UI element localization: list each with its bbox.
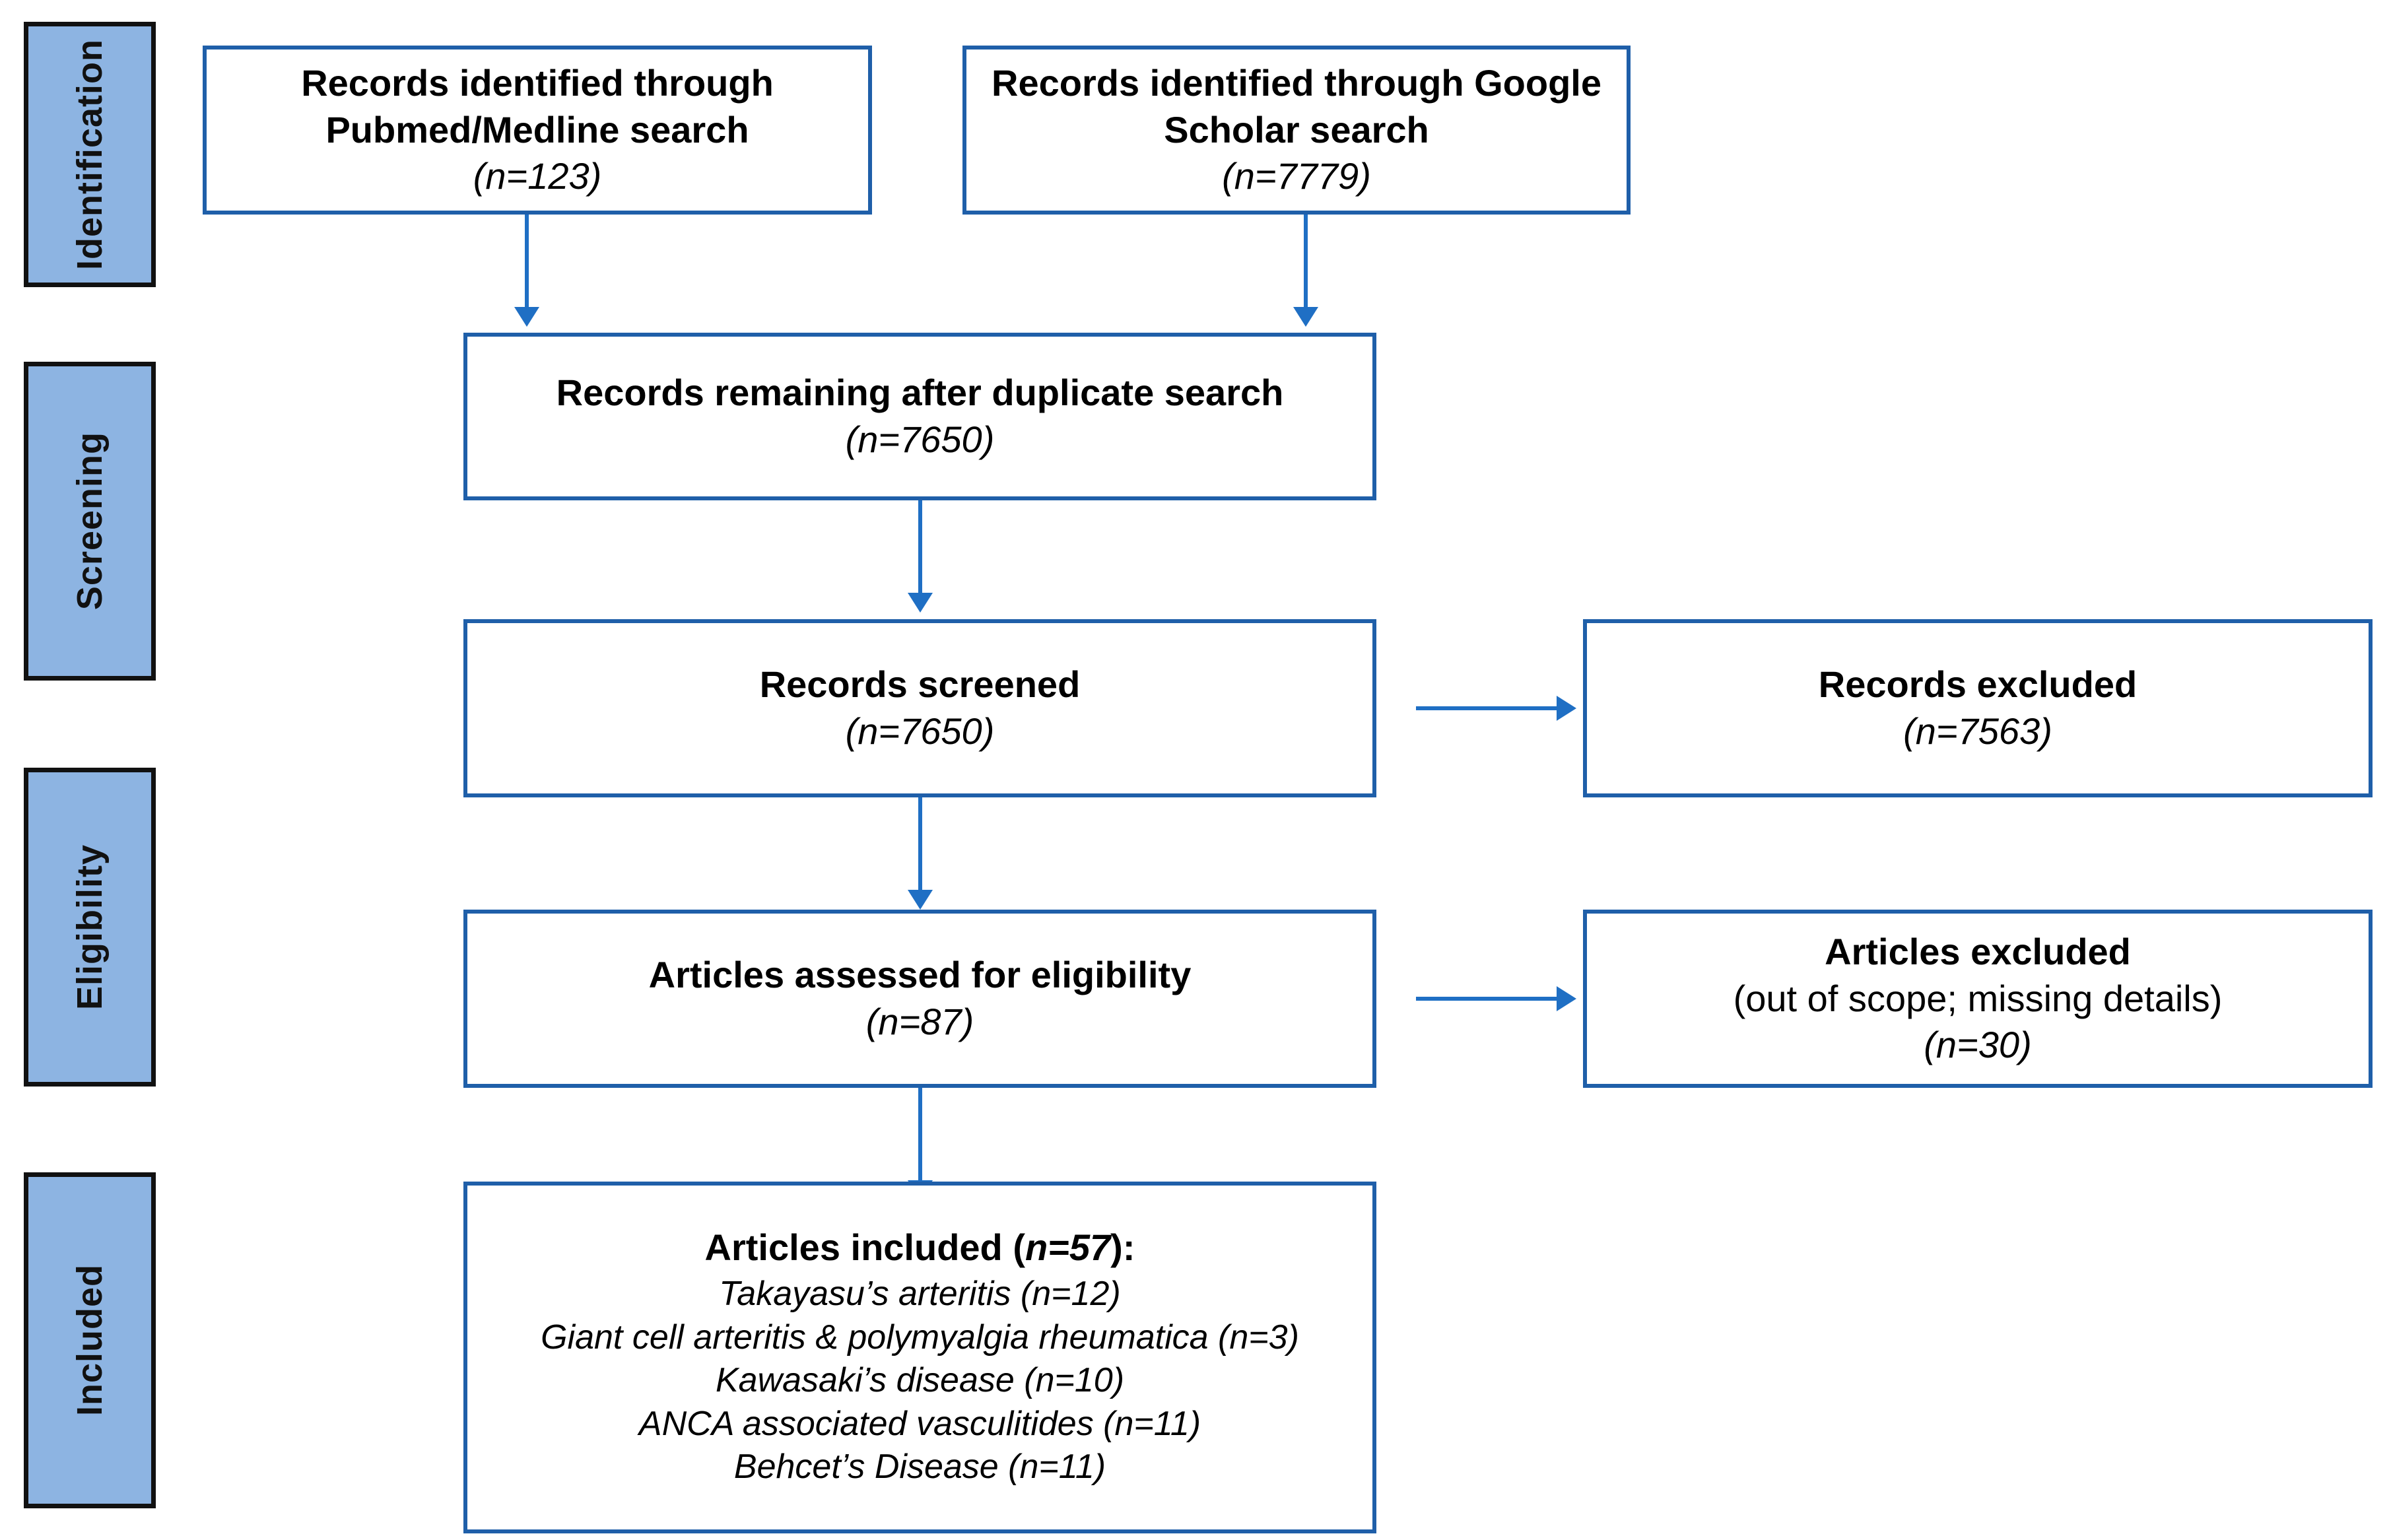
articles-included-item: Takayasu’s arteritis (n=12) <box>719 1275 1121 1314</box>
articles-included-item: Giant cell arteritis & polymyalgia rheum… <box>541 1318 1299 1356</box>
articles-included-item: ANCA associated vasculitides (n=11) <box>638 1404 1201 1443</box>
arrow-screened-to-excluded <box>1557 696 1576 721</box>
box-records-excluded: Records excluded (n=7563) <box>1583 619 2373 797</box>
records-excluded-count: (n=7563) <box>1903 710 2052 752</box>
connector-eligibility-to-included <box>918 1088 922 1180</box>
duplicates-line-1: Records remaining after duplicate search <box>556 372 1284 414</box>
connector-scholar-to-duplicates <box>1304 215 1308 307</box>
articles-excluded-count: (n=30) <box>1924 1024 2032 1066</box>
articles-included-item: Kawasaki’s disease (n=10) <box>715 1361 1125 1400</box>
connector-screened-to-excluded <box>1416 706 1558 710</box>
arrow-screened-to-eligibility <box>908 890 933 910</box>
stage-box-screening: Screening <box>24 362 156 681</box>
articles-excluded-line-2: (out of scope; missing details) <box>1733 977 2223 1019</box>
box-records-identified-pubmed: Records identified through Pubmed/Medlin… <box>203 46 872 215</box>
box-records-screened: Records screened (n=7650) <box>463 619 1376 797</box>
arrow-scholar-to-duplicates <box>1293 307 1318 327</box>
arrow-duplicates-to-screened <box>908 593 933 613</box>
articles-included-title-suffix: ): <box>1110 1226 1135 1269</box>
google-scholar-line-1: Records identified through Google <box>992 62 1601 104</box>
box-articles-excluded: Articles excluded (out of scope; missing… <box>1583 910 2373 1088</box>
google-scholar-count: (n=7779) <box>1222 155 1371 197</box>
stage-label-screening: Screening <box>70 432 110 611</box>
articles-assessed-line-1: Articles assessed for eligibility <box>648 954 1192 996</box>
pubmed-line-2: Pubmed/Medline search <box>325 108 749 151</box>
connector-screened-to-eligibility <box>918 797 922 890</box>
duplicates-count: (n=7650) <box>845 418 995 460</box>
articles-included-title: Articles included (n=57): <box>705 1226 1135 1269</box>
articles-included-title-prefix: Articles included ( <box>704 1226 1025 1269</box>
connector-duplicates-to-screened <box>918 500 922 593</box>
box-records-identified-google-scholar: Records identified through Google Schola… <box>962 46 1631 215</box>
articles-excluded-line-1: Articles excluded <box>1825 931 2131 973</box>
stage-box-identification: Identification <box>24 22 156 287</box>
stage-box-eligibility: Eligibility <box>24 768 156 1087</box>
pubmed-line-1: Records identified through <box>301 62 774 104</box>
arrow-pubmed-to-duplicates <box>514 307 539 327</box>
stage-box-included: Included <box>24 1172 156 1508</box>
stage-label-eligibility: Eligibility <box>70 844 110 1011</box>
articles-included-item: Behcet’s Disease (n=11) <box>733 1448 1106 1487</box>
articles-included-title-n: n=57 <box>1025 1226 1111 1269</box>
box-records-remaining-after-duplicates: Records remaining after duplicate search… <box>463 333 1376 500</box>
box-articles-included: Articles included (n=57): Takayasu’s art… <box>463 1182 1376 1533</box>
records-screened-count: (n=7650) <box>845 710 995 752</box>
stage-label-identification: Identification <box>70 39 110 270</box>
pubmed-count: (n=123) <box>473 155 602 197</box>
box-articles-assessed-for-eligibility: Articles assessed for eligibility (n=87) <box>463 910 1376 1088</box>
connector-pubmed-to-duplicates <box>525 215 529 307</box>
stage-label-included: Included <box>70 1264 110 1417</box>
google-scholar-line-2: Scholar search <box>1164 108 1429 151</box>
connector-eligibility-to-excluded <box>1416 997 1558 1001</box>
arrow-eligibility-to-excluded <box>1557 986 1576 1011</box>
records-screened-line-1: Records screened <box>759 663 1081 706</box>
records-excluded-line-1: Records excluded <box>1818 663 2138 706</box>
articles-assessed-count: (n=87) <box>865 1001 974 1042</box>
